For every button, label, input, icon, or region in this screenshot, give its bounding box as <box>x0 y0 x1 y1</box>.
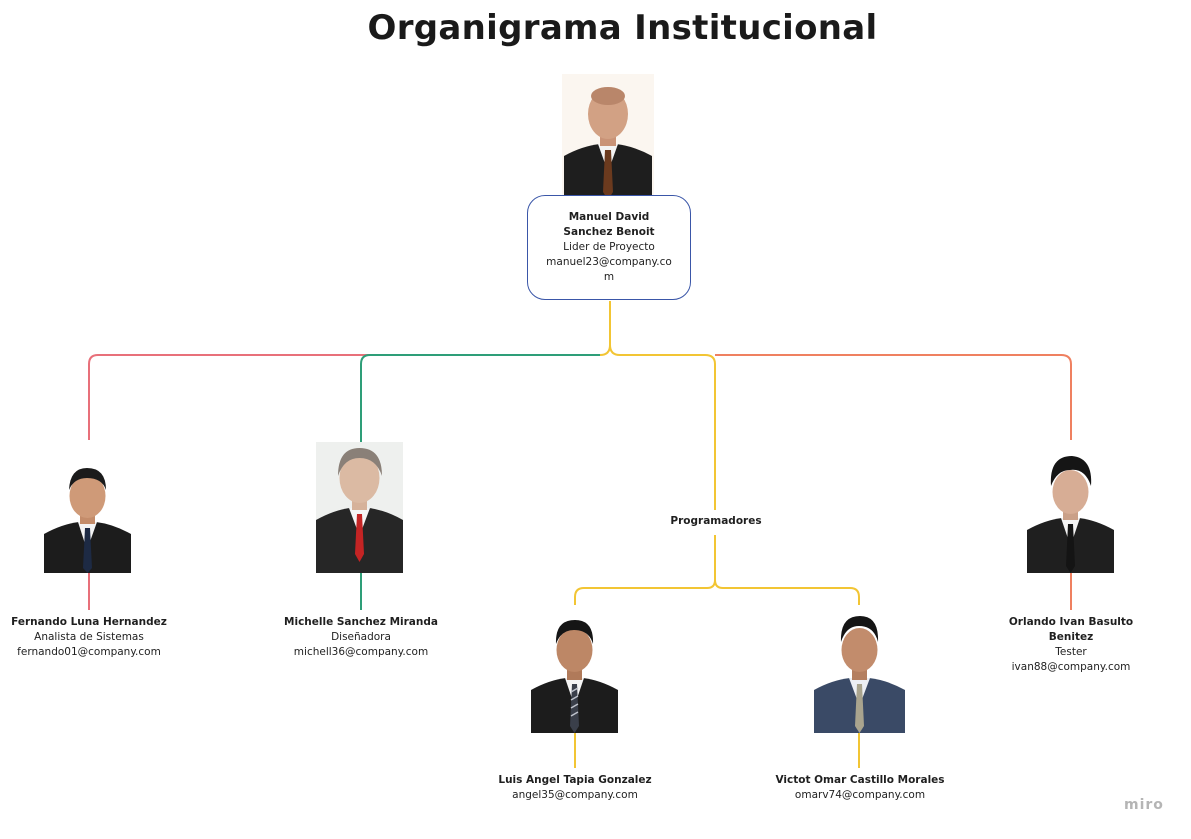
member-card-orlando[interactable]: Orlando Ivan Basulto Benitez Tester ivan… <box>986 615 1156 675</box>
connector-programadores <box>609 344 716 510</box>
connector-orlando <box>715 354 1072 440</box>
luis-photo <box>531 612 618 733</box>
orlando-photo <box>1027 452 1114 573</box>
connector-michelle <box>360 354 600 442</box>
fernando-photo <box>44 460 131 573</box>
michelle-photo <box>316 442 403 573</box>
leader-email: manuel23@company.com <box>546 256 672 283</box>
member-name: Orlando Ivan Basulto Benitez <box>1008 616 1134 643</box>
member-role: Analista de Sistemas <box>34 631 144 643</box>
connector-programadores-split <box>574 535 716 605</box>
member-name: Victot Omar Castillo Morales <box>775 774 945 786</box>
group-label-programadores: Programadores <box>655 515 777 527</box>
member-card-michelle[interactable]: Michelle Sanchez Miranda Diseñadora mich… <box>276 615 446 660</box>
miro-watermark-logo: miro <box>1124 797 1164 813</box>
member-name: Fernando Luna Hernandez <box>11 616 167 628</box>
member-email: omarv74@company.com <box>794 789 926 801</box>
member-name: Luis Angel Tapia Gonzalez <box>498 774 652 786</box>
leader-name: Manuel David Sanchez Benoit <box>563 211 655 238</box>
member-card-luis[interactable]: Luis Angel Tapia Gonzalez angel35@compan… <box>490 773 660 803</box>
member-card-fernando[interactable]: Fernando Luna Hernandez Analista de Sist… <box>9 615 169 660</box>
member-email: michell36@company.com <box>293 646 429 658</box>
victor-photo <box>814 610 905 733</box>
connector-programadores-split-right <box>714 579 860 605</box>
page-title: Organigrama Institucional <box>367 8 878 48</box>
leader-role: Lider de Proyecto <box>563 241 655 253</box>
member-role: Diseñadora <box>331 631 391 643</box>
member-email: fernando01@company.com <box>17 646 161 658</box>
member-email: angel35@company.com <box>512 789 638 801</box>
member-name: Michelle Sanchez Miranda <box>284 616 438 628</box>
member-card-victor[interactable]: Victot Omar Castillo Morales omarv74@com… <box>770 773 950 803</box>
connector-leader-down <box>599 301 611 356</box>
connector-fernando <box>88 354 600 440</box>
member-email: ivan88@company.com <box>1011 661 1131 673</box>
leader-photo <box>562 74 654 204</box>
member-role: Tester <box>1055 646 1087 658</box>
leader-card[interactable]: Manuel David Sanchez Benoit Lider de Pro… <box>527 195 691 300</box>
